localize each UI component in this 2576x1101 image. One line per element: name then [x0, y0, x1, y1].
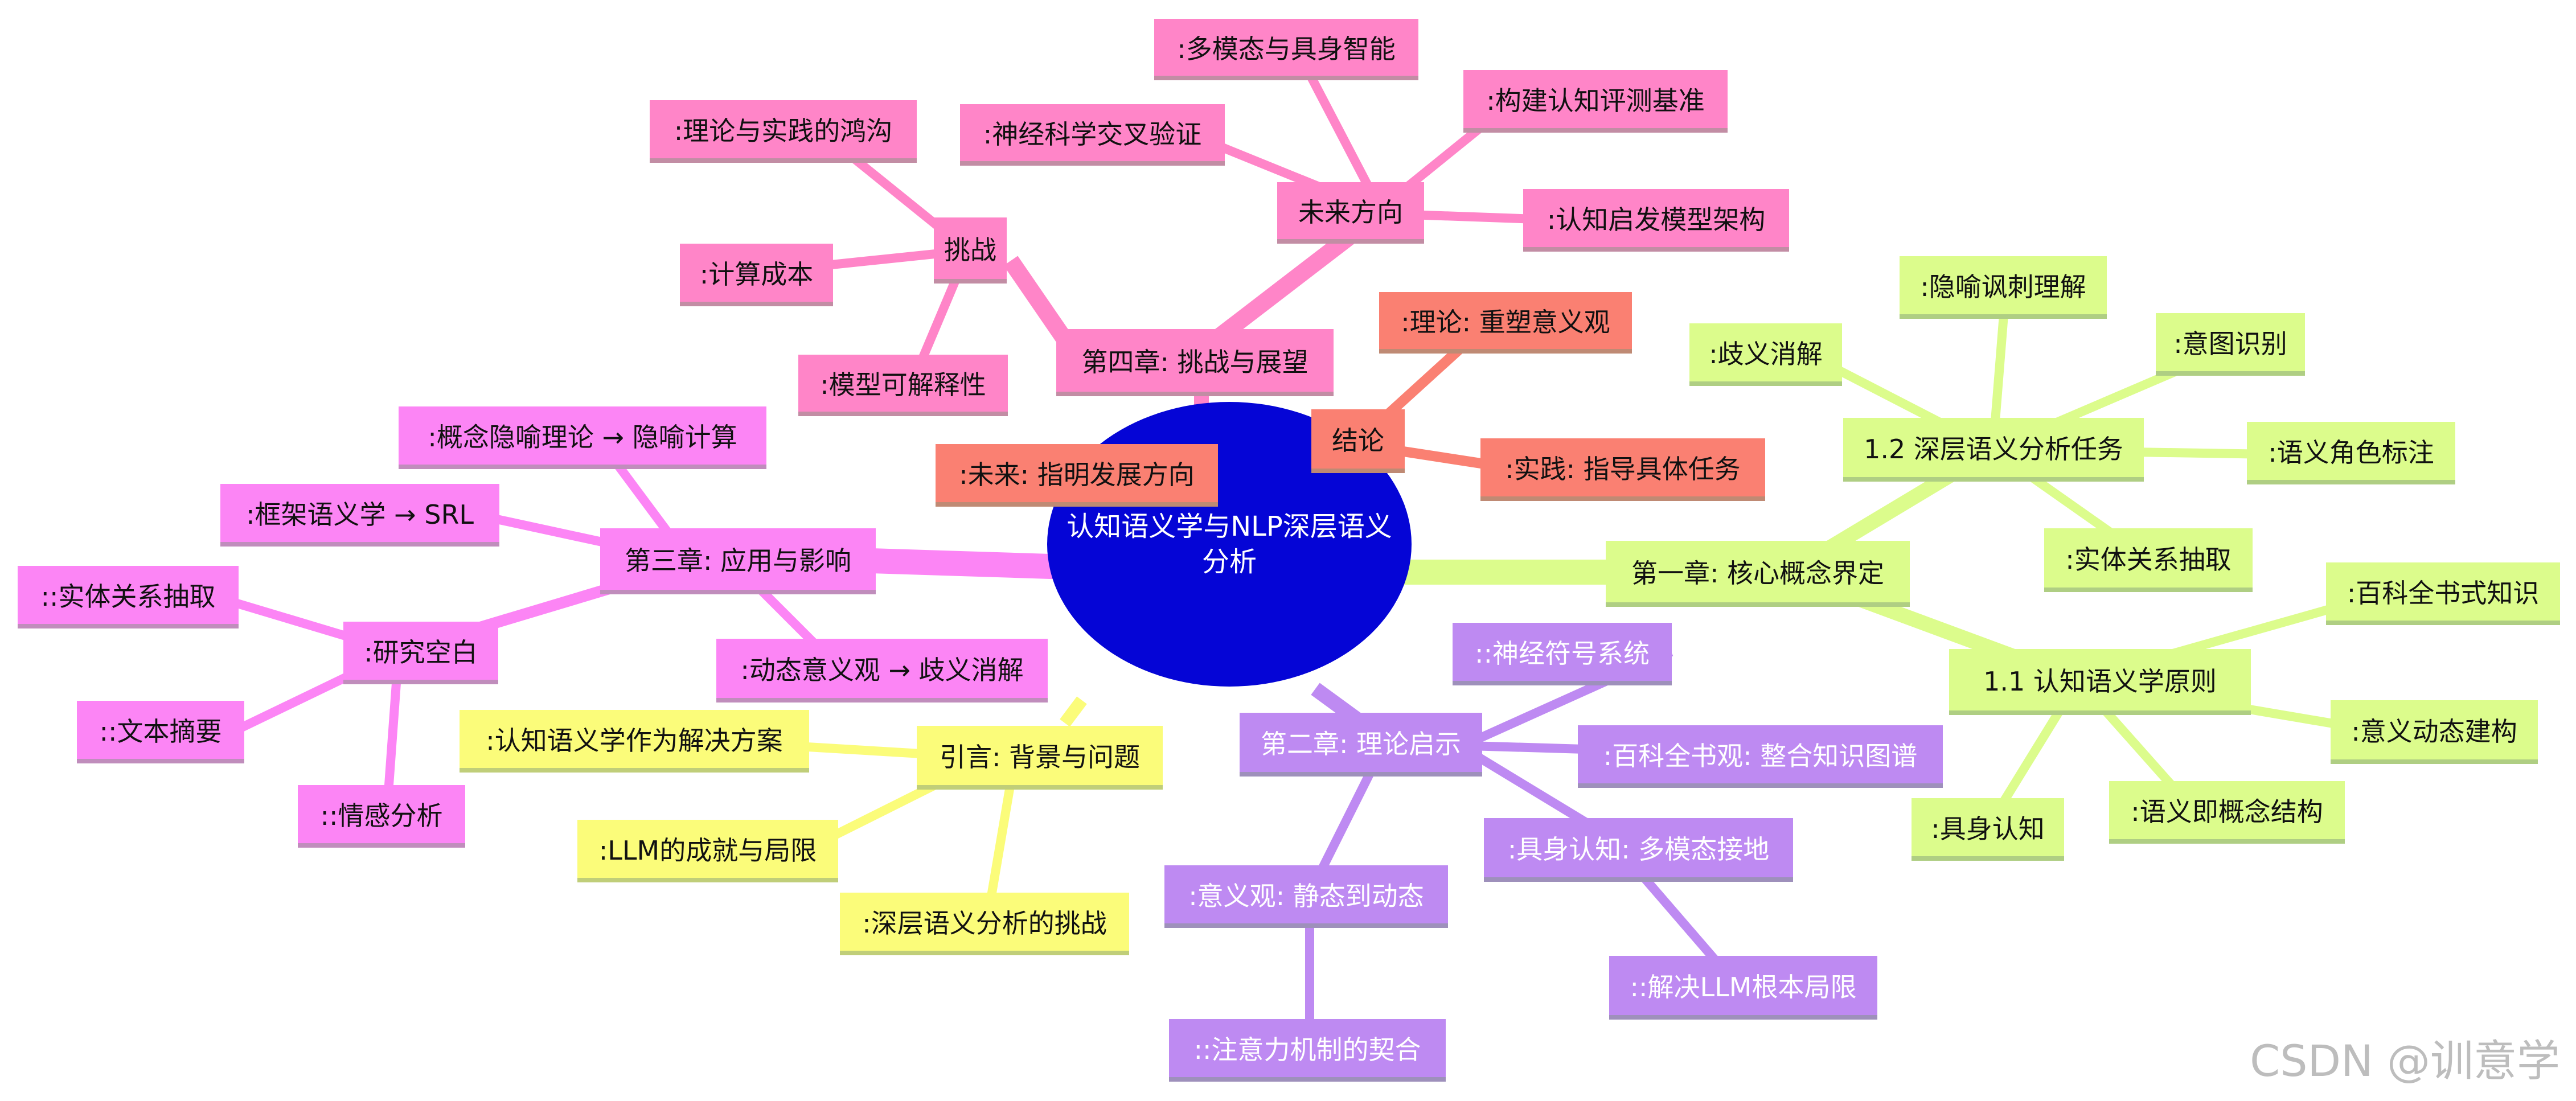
- ch4-challenge-item[interactable]: :计算成本: [680, 244, 833, 306]
- ch3-item[interactable]: :框架语义学 → SRL: [220, 484, 499, 547]
- ch2-item[interactable]: :百科全书观: 整合知识图谱: [1578, 725, 1943, 788]
- ch4-future-item[interactable]: :认知启发模型架构: [1523, 189, 1789, 252]
- conclusion-node[interactable]: 结论: [1311, 409, 1405, 473]
- ch1-node[interactable]: 第一章: 核心概念界定: [1606, 541, 1910, 607]
- ch1-deep-node[interactable]: 1.2 深层语义分析任务: [1843, 418, 2144, 482]
- root-label-line2: 分析: [1201, 546, 1257, 578]
- ch4-future-item[interactable]: :构建认知评测基准: [1463, 70, 1728, 133]
- ch1-principle-item[interactable]: :百科全书式知识: [2326, 562, 2560, 625]
- ch1-deep-item[interactable]: :语义角色标注: [2247, 422, 2455, 484]
- ch2-item[interactable]: ::神经符号系统: [1453, 623, 1672, 685]
- intro-item[interactable]: :深层语义分析的挑战: [840, 893, 1129, 955]
- ch1-deep-item[interactable]: :实体关系抽取: [2044, 528, 2253, 592]
- ch4-future-node[interactable]: 未来方向: [1277, 182, 1424, 244]
- ch4-challenge-item[interactable]: :理论与实践的鸿沟: [650, 100, 917, 163]
- intro-item[interactable]: :认知语义学作为解决方案: [460, 710, 809, 773]
- ch1-principle-item[interactable]: :语义即概念结构: [2109, 781, 2345, 844]
- ch3-item[interactable]: :概念隐喻理论 → 隐喻计算: [399, 406, 766, 469]
- ch1-deep-item[interactable]: :意图识别: [2156, 313, 2305, 376]
- ch4-future-item[interactable]: :多模态与具身智能: [1154, 19, 1418, 80]
- conclusion-item[interactable]: :实践: 指导具体任务: [1480, 438, 1765, 501]
- watermark: CSDN @训意学: [2250, 1036, 2560, 1086]
- ch4-node[interactable]: 第四章: 挑战与展望: [1056, 329, 1334, 396]
- ch3-item[interactable]: :动态意义观 → 歧义消解: [716, 639, 1048, 702]
- ch3-gap-item[interactable]: ::情感分析: [298, 785, 465, 848]
- ch2-item[interactable]: ::注意力机制的契合: [1169, 1019, 1446, 1082]
- ch1-principle-item[interactable]: :意义动态建构: [2331, 700, 2538, 764]
- ch1-principle-item[interactable]: :具身认知: [1912, 798, 2064, 861]
- ch2-item[interactable]: :具身认知: 多模态接地: [1484, 818, 1793, 882]
- ch3-gap-item[interactable]: ::实体关系抽取: [18, 566, 239, 628]
- conclusion-item[interactable]: :理论: 重塑意义观: [1379, 292, 1632, 354]
- ch4-future-item[interactable]: :神经科学交叉验证: [960, 104, 1225, 166]
- ch4-challenges-node[interactable]: 挑战: [934, 217, 1007, 284]
- ch3-gaps-node[interactable]: :研究空白: [343, 622, 498, 684]
- intro-item[interactable]: :LLM的成就与局限: [577, 820, 838, 882]
- ch4-challenge-item[interactable]: :模型可解释性: [798, 355, 1008, 416]
- ch2-node[interactable]: 第二章: 理论启示: [1240, 713, 1482, 777]
- ch2-item[interactable]: ::解决LLM根本局限: [1609, 956, 1877, 1020]
- conclusion-item[interactable]: :未来: 指明发展方向: [936, 444, 1218, 507]
- ch1-deep-item[interactable]: :隐喻讽刺理解: [1900, 256, 2107, 319]
- ch3-gap-item[interactable]: ::文本摘要: [77, 701, 244, 763]
- ch1-deep-item[interactable]: :歧义消解: [1689, 323, 1842, 386]
- ch3-node[interactable]: 第三章: 应用与影响: [600, 528, 876, 594]
- ch1-principles-node[interactable]: 1.1 认知语义学原则: [1949, 649, 2251, 715]
- ch2-item[interactable]: :意义观: 静态到动态: [1164, 865, 1448, 928]
- intro-node[interactable]: 引言: 背景与问题: [917, 726, 1163, 790]
- root-label-line1: 认知语义学与NLP深层语义: [1067, 511, 1392, 543]
